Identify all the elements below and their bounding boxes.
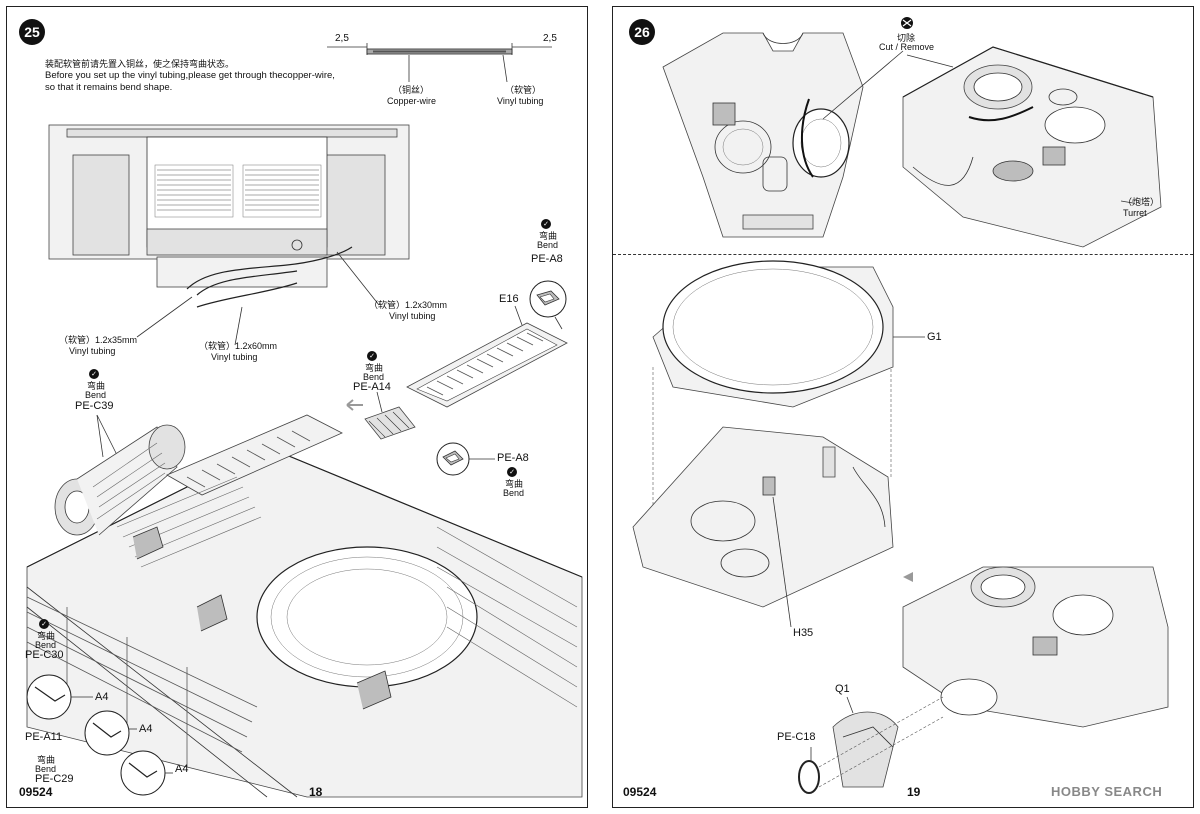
bend-label: Bend [35,764,57,774]
tube-60-label: Vinyl tubing [211,352,258,362]
page-number: 18 [309,785,323,799]
note-english-line1: Before you set up the vinyl tubing,pleas… [45,70,335,81]
part-pe-a11: PE-A11 [25,731,63,743]
check-circle-icon: ✓ [541,219,551,229]
pe-a8-detail-mid [436,442,495,476]
check-circle-icon: ✓ [507,467,517,477]
bend-label-cn: 弯曲 [37,631,56,641]
part-pe-c39: PE-C39 [75,400,114,412]
part-a4-2: A4 [139,723,153,735]
bend-label-cn: 弯曲 [539,231,558,241]
dimension-left: 2,5 [335,33,349,44]
bend-label-cn: 弯曲 [505,479,524,489]
bend-label: Bend [537,240,559,250]
product-code: 09524 [19,785,53,799]
tube-30-label: Vinyl tubing [389,311,436,321]
part-pe-c29: PE-C29 [35,773,74,785]
page-number: 19 [907,785,921,799]
bend-label-cn: 弯曲 [365,363,384,373]
instruction-page-left: 25 装配软管前请先置入铜丝，使之保持弯曲状态。 Before you set … [6,6,588,808]
note-english-line2: so that it remains bend shape. [45,82,173,93]
step-badge-26: 26 [629,19,655,45]
part-q1: Q1 [835,683,850,695]
note-chinese: 装配软管前请先置入铜丝，使之保持弯曲状态。 [45,59,235,69]
product-code: 09524 [623,785,657,799]
part-a4-1: A4 [95,691,109,703]
section-divider [613,254,1193,255]
part-pe-c30: PE-C30 [25,649,64,661]
bend-label-cn: 弯曲 [87,381,106,391]
bend-label: Bend [503,488,525,498]
part-pe-c18: PE-C18 [777,731,816,743]
copper-wire-diagram [327,43,552,83]
watermark: HOBBY SEARCH [1051,784,1163,799]
e16-plate-drawing [346,305,568,440]
tube-60-cn: （软管）1.2x60mm [199,341,278,351]
part-pe-a8-top: PE-A8 [531,253,563,265]
check-circle-icon: ✓ [89,369,99,379]
dimension-right: 2,5 [543,33,557,44]
tube-35-label: Vinyl tubing [69,346,116,356]
turret-assembly-drawing [632,260,1169,794]
part-pe-a8-mid: PE-A8 [497,452,529,464]
tube-30-cn: （软管）1.2x30mm [369,300,448,310]
turret-top-drawings [662,32,1162,248]
turret-label: Turret [1123,208,1147,218]
bend-label: Bend [85,390,107,400]
copper-wire-label: Copper-wire [387,96,437,106]
part-a4-3: A4 [175,763,189,775]
hull-drawing [26,414,583,798]
rear-deck-drawing [48,124,410,346]
instruction-page-right: 26 切除 Cut / Remove （炮塔） Turret [612,6,1194,808]
vinyl-label-cn: （软管） [505,85,542,95]
bend-label: Bend [35,640,57,650]
check-circle-icon: ✓ [367,351,377,361]
bend-label-cn: 弯曲 [37,755,56,765]
part-g1: G1 [927,331,942,343]
turret-label-cn: （炮塔） [1123,197,1160,207]
bend-label: Bend [363,372,385,382]
part-pe-a14: PE-A14 [353,381,391,393]
vinyl-label: Vinyl tubing [497,96,544,106]
pe-a8-detail-top [529,280,567,330]
check-circle-icon: ✓ [39,619,49,629]
step-badge-25: 25 [19,19,45,45]
part-h35: H35 [793,627,814,639]
cut-label-cn: 切除 [897,33,916,43]
cut-label: Cut / Remove [879,42,935,52]
copper-wire-label-cn: （铜丝） [393,85,430,95]
scissors-icon [901,17,913,29]
part-e16: E16 [499,293,519,305]
tube-35-cn: （软管）1.2x35mm [59,335,138,345]
